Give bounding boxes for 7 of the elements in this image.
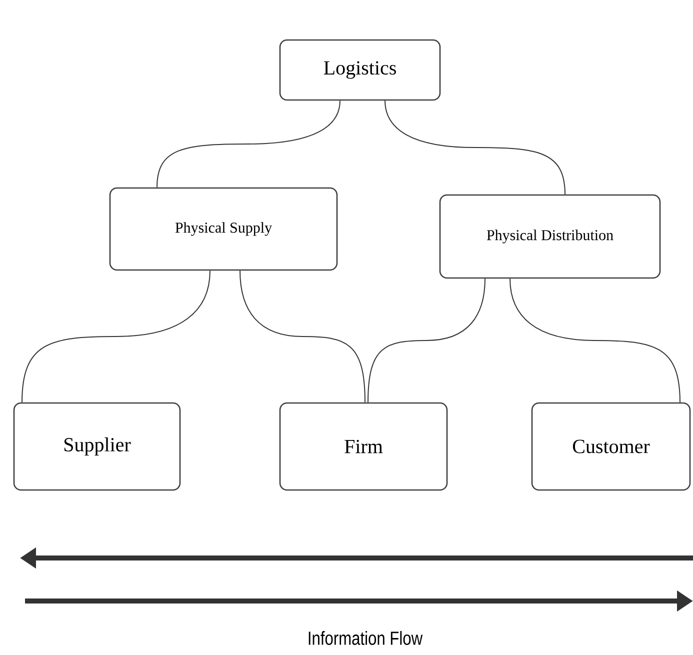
process-box: Firm <box>279 402 448 491</box>
process-box: Physical Distribution <box>439 194 661 279</box>
process-box: Supplier <box>13 402 181 491</box>
process-box: Logistics <box>279 39 441 101</box>
axis-label: Information Flow <box>308 631 423 645</box>
process-box: Customer <box>531 402 691 491</box>
process-box: Physical Supply <box>109 187 338 271</box>
